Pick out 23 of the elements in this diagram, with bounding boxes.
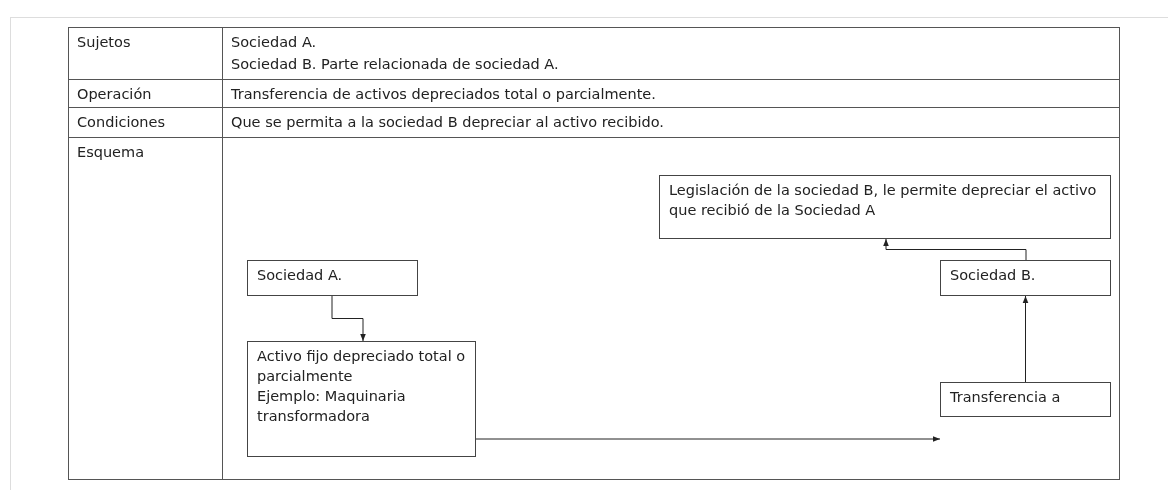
arrow (475, 436, 941, 442)
table-cell-text: Transferencia de activos depreciados total o parcialmente. (231, 85, 657, 104)
process-box (247, 341, 476, 457)
table-cell-text: Sociedad B. Parte relacionada de sociedad A. (231, 55, 560, 74)
process-box (247, 260, 418, 296)
box-text: Sociedad A. (257, 266, 344, 285)
table-cell-text: Operación (77, 85, 153, 104)
table-cell-text: Que se permita a la sociedad B depreciar al activo recibido. (231, 113, 665, 132)
arrow (1022, 295, 1029, 383)
table-cell-text: Esquema (77, 143, 146, 162)
process-box (940, 260, 1111, 296)
box-text: Activo fijo depreciado total o parcialmente (257, 347, 466, 386)
box-text: Legislación de la sociedad B, le permite depreciar el activo que recibió de la Sociedad A (669, 181, 1098, 220)
box-text: Sociedad B. (950, 266, 1037, 285)
arrow (883, 238, 1027, 261)
arrow (331, 295, 366, 342)
table-cell-text: Condiciones (77, 113, 166, 132)
table-cell-text: Sujetos (77, 33, 132, 52)
table-cell-text: Sociedad A. (231, 33, 318, 52)
process-box (659, 175, 1111, 239)
process-box (940, 382, 1111, 417)
box-text: Ejemplo: Maquinaria transformadora (257, 387, 407, 426)
box-text: Transferencia a (950, 388, 1062, 407)
